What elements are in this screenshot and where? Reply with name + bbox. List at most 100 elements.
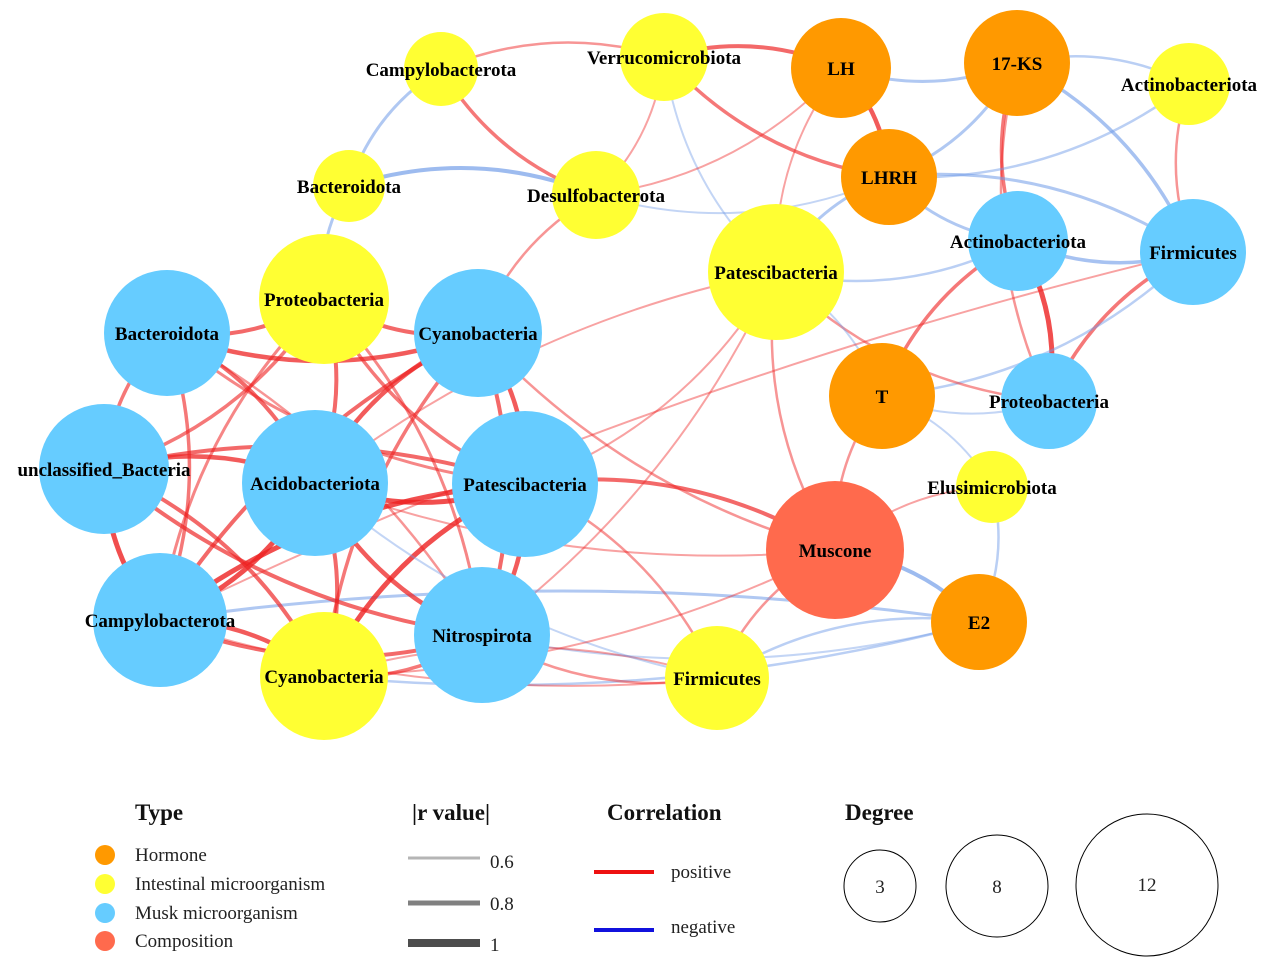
node-cyano_i: Cyanobacteria — [260, 612, 388, 740]
node-label-bactero_m: Bacteroidota — [115, 324, 220, 345]
node-patesc_i: Patescibacteria — [708, 204, 844, 340]
legend-degree-medium: 8 — [992, 877, 1002, 898]
node-circle-patesc_m — [452, 411, 598, 557]
edge-E2-cyano_i — [323, 620, 980, 687]
node-label-E2: E2 — [968, 613, 990, 634]
legend-r-value-2: 0.8 — [490, 894, 514, 915]
node-circle-actino_m — [968, 191, 1068, 291]
legend-degree-circle-medium — [945, 834, 1049, 938]
node-label-LHRH: LHRH — [861, 168, 917, 189]
node-label-actino_i: Actinobacteriota — [1121, 75, 1258, 96]
node-T: T — [829, 343, 935, 449]
node-circle-E2 — [931, 574, 1027, 670]
node-LHRH: LHRH — [841, 129, 937, 225]
node-unclass_m: unclassified_Bacteria — [17, 404, 191, 534]
node-label-T: T — [876, 387, 889, 408]
node-patesc_m: Patescibacteria — [452, 411, 598, 557]
node-firmi_i: Firmicutes — [665, 626, 769, 730]
node-circle-acido_m — [242, 410, 388, 556]
node-circle-verru_i — [620, 13, 708, 101]
edge-cyano_i-muscone — [323, 549, 836, 677]
node-label-elusi_i: Elusimicrobiota — [927, 478, 1057, 499]
legend-r-title: |r value| — [412, 800, 490, 825]
node-circle-firmi_m — [1140, 199, 1246, 305]
legend-degree-small: 3 — [875, 877, 885, 898]
node-bactero_m: Bacteroidota — [104, 270, 230, 396]
node-E2: E2 — [931, 574, 1027, 670]
node-label-unclass_m: unclassified_Bacteria — [17, 460, 191, 481]
node-circle-proteo_i — [259, 234, 389, 364]
node-label-acido_m: Acidobacteriota — [250, 474, 380, 495]
node-circle-KS17 — [964, 10, 1070, 116]
node-label-patesc_i: Patescibacteria — [714, 263, 838, 284]
node-label-cyano_m: Cyanobacteria — [418, 324, 538, 345]
node-circle-patesc_i — [708, 204, 844, 340]
node-verru_i: Verrucomicrobiota — [587, 13, 742, 101]
node-elusi_i: Elusimicrobiota — [927, 451, 1057, 523]
node-circle-elusi_i — [956, 451, 1028, 523]
legend-degree-circle-small — [843, 849, 917, 923]
node-nitro_m: Nitrospirota — [414, 567, 550, 703]
legend-corr-negative: negative — [671, 917, 735, 938]
node-acido_m: Acidobacteriota — [242, 410, 388, 556]
legend-type-title: Type — [135, 800, 183, 825]
node-label-LH: LH — [827, 59, 855, 80]
node-label-proteo_i: Proteobacteria — [264, 290, 384, 311]
node-campy_i: Campylobacterota — [366, 32, 517, 106]
node-circle-bactero_m — [104, 270, 230, 396]
node-actino_m: Actinobacteriota — [950, 191, 1087, 291]
legend-degree-circle-large — [1075, 813, 1219, 957]
node-label-actino_m: Actinobacteriota — [950, 232, 1087, 253]
node-label-KS17: 17-KS — [992, 54, 1043, 75]
node-actino_i: Actinobacteriota — [1121, 43, 1258, 125]
node-circle-desulfo_i — [552, 151, 640, 239]
node-label-firmi_m: Firmicutes — [1149, 243, 1237, 264]
legend-type-swatch-hormone — [95, 845, 115, 865]
node-circle-unclass_m — [39, 404, 169, 534]
legend: Type Hormone Intestinal microorganism Mu… — [95, 800, 1219, 957]
node-cyano_m: Cyanobacteria — [414, 269, 542, 397]
legend-corr-title: Correlation — [607, 800, 722, 825]
legend-r-value-1: 0.6 — [490, 852, 514, 873]
node-label-campy_m: Campylobacterota — [85, 611, 236, 632]
node-circle-actino_i — [1148, 43, 1230, 125]
legend-type-swatch-composition — [95, 931, 115, 951]
legend-r-value-3: 1 — [490, 935, 500, 956]
node-label-cyano_i: Cyanobacteria — [264, 667, 384, 688]
node-label-firmi_i: Firmicutes — [673, 669, 761, 690]
legend-type-composition: Composition — [135, 931, 234, 952]
node-circle-cyano_i — [260, 612, 388, 740]
legend-type-swatch-musk — [95, 903, 115, 923]
node-label-desulfo_i: Desulfobacterota — [527, 186, 665, 207]
node-label-verru_i: Verrucomicrobiota — [587, 48, 742, 69]
node-circle-campy_i — [404, 32, 478, 106]
node-muscone: Muscone — [766, 481, 904, 619]
node-circle-T — [829, 343, 935, 449]
node-label-bactero_i: Bacteroidota — [297, 177, 402, 198]
node-circle-LH — [791, 18, 891, 118]
node-circle-proteo_m — [1001, 353, 1097, 449]
node-desulfo_i: Desulfobacterota — [527, 151, 665, 239]
node-firmi_m: Firmicutes — [1140, 199, 1246, 305]
node-label-patesc_m: Patescibacteria — [463, 475, 587, 496]
node-bactero_i: Bacteroidota — [297, 150, 402, 222]
node-label-nitro_m: Nitrospirota — [432, 626, 532, 647]
legend-degree-title: Degree — [845, 800, 914, 825]
legend-type-swatch-intestinal — [95, 874, 115, 894]
node-proteo_m: Proteobacteria — [989, 353, 1109, 449]
legend-type-musk: Musk microorganism — [135, 903, 298, 924]
node-circle-firmi_i — [665, 626, 769, 730]
node-KS17: 17-KS — [964, 10, 1070, 116]
node-campy_m: Campylobacterota — [85, 553, 236, 687]
legend-degree-large: 12 — [1138, 875, 1157, 896]
node-circle-campy_m — [93, 553, 227, 687]
legend-corr-positive: positive — [671, 862, 731, 883]
node-label-proteo_m: Proteobacteria — [989, 392, 1109, 413]
node-circle-LHRH — [841, 129, 937, 225]
legend-type-intestinal: Intestinal microorganism — [135, 874, 325, 895]
legend-type-hormone: Hormone — [135, 845, 207, 866]
node-circle-muscone — [766, 481, 904, 619]
node-circle-nitro_m — [414, 567, 550, 703]
